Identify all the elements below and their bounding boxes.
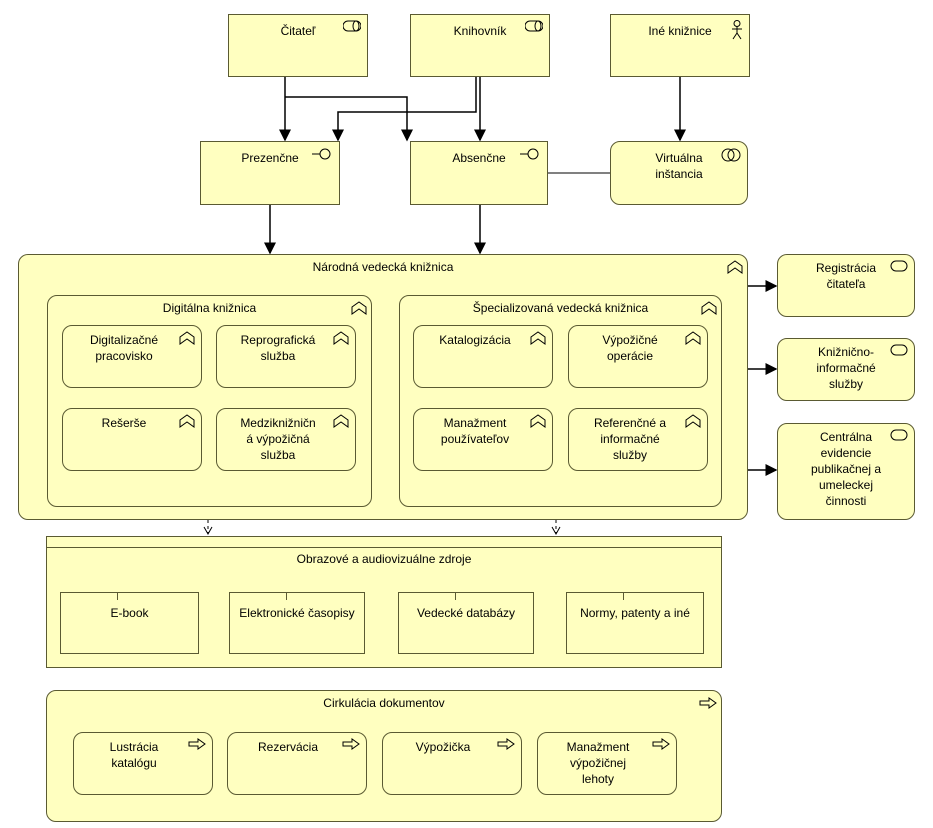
node-katalogizacia[interactable]: Katalogizácia (413, 325, 553, 388)
edge-knihovnik-prezencne (332, 77, 477, 142)
node-label: Knihovník (453, 24, 507, 38)
node-label: Normy, patenty a iné (580, 606, 690, 620)
interface-icon (520, 148, 539, 160)
node-label: Referenčné a informačné služby (593, 416, 667, 462)
node-registracia-citatela[interactable]: Registrácia čitateľa (777, 254, 915, 317)
function-icon (179, 331, 195, 345)
node-label: Rešerše (101, 416, 147, 430)
node-rezervacia[interactable]: Rezervácia (227, 732, 367, 795)
function-icon (333, 414, 349, 428)
function-icon (701, 301, 717, 315)
node-label: Rezervácia (257, 740, 319, 754)
node-label: Medziknižničn á výpožičná služba (240, 416, 316, 462)
node-label: Reprografická služba (240, 333, 316, 363)
process-icon (188, 738, 206, 750)
node-manazment-lehoty[interactable]: Manažment výpožičnej lehoty (537, 732, 677, 795)
collaboration-icon (721, 148, 741, 162)
node-label: Centrálna evidencie publikačnej a umelec… (810, 430, 882, 508)
function-icon (351, 301, 367, 315)
function-icon (727, 260, 743, 274)
node-knihovnik[interactable]: Knihovník (410, 14, 550, 77)
node-narodna-vedecka-kniznica[interactable]: Národná vedecká knižnica Digitálna knižn… (18, 254, 748, 520)
node-label: Výpožička (415, 740, 471, 754)
function-icon (685, 331, 701, 345)
node-label: Digitálna knižnica (162, 301, 257, 315)
node-label: Manažment používateľov (440, 416, 510, 446)
artifact-e-book[interactable]: E-book (60, 592, 199, 654)
node-label: Knižnično- informačné služby (816, 345, 876, 391)
node-absencne[interactable]: Absenčne (410, 141, 548, 205)
role-icon (525, 20, 543, 32)
node-label: Cirkulácia dokumentov (323, 696, 445, 710)
node-label: Elektronické časopisy (239, 606, 355, 620)
node-digitalizacne-pracovisko[interactable]: Digitalizačné pracovisko (62, 325, 202, 388)
node-medzikniznicna-sluzba[interactable]: Medziknižničn á výpožičná služba (216, 408, 356, 471)
node-label: Špecializovaná vedecká knižnica (472, 301, 649, 315)
node-label: Čitateľ (280, 24, 316, 38)
node-obrazove-zdroje[interactable]: Obrazové a audiovizuálne zdroje E-book E… (46, 536, 722, 668)
node-lustracia-katalogu[interactable]: Lustrácia katalógu (73, 732, 213, 795)
artifact-vedecke-databazy[interactable]: Vedecké databázy (398, 592, 534, 654)
node-virtualna-instancia[interactable]: Virtuálna inštancia (610, 141, 748, 205)
node-vypozicka[interactable]: Výpožička (382, 732, 522, 795)
node-prezencne[interactable]: Prezenčne (200, 141, 340, 205)
service-icon (890, 260, 908, 272)
edge-citatel-absencne (285, 96, 413, 142)
node-digitalna-kniznica[interactable]: Digitálna knižnica Digitalizačné pracovi… (47, 295, 372, 507)
function-icon (179, 414, 195, 428)
node-label: Virtuálna inštancia (655, 151, 703, 181)
function-icon (333, 331, 349, 345)
node-kniznicno-informacne-sluzby[interactable]: Knižnično- informačné služby (777, 338, 915, 401)
process-icon (497, 738, 515, 750)
node-label: Národná vedecká knižnica (312, 260, 454, 274)
node-referencne-sluzby[interactable]: Referenčné a informačné služby (568, 408, 708, 471)
node-centralna-evidencia[interactable]: Centrálna evidencie publikačnej a umelec… (777, 423, 915, 520)
node-label: Vedecké databázy (416, 606, 516, 620)
node-label: Obrazové a audiovizuálne zdroje (296, 552, 472, 566)
process-icon (699, 697, 717, 709)
artifact-elektronicke-casopisy[interactable]: Elektronické časopisy (229, 592, 365, 654)
node-label: Výpožičné operácie (602, 333, 658, 363)
node-label: Katalogizácia (439, 333, 511, 347)
node-reserse[interactable]: Rešerše (62, 408, 202, 471)
function-icon (530, 331, 546, 345)
node-label: Absenčne (452, 151, 506, 165)
node-label: E-book (110, 606, 149, 620)
node-cirkulacia-dokumentov[interactable]: Cirkulácia dokumentov Lustrácia katalógu… (46, 690, 722, 822)
service-icon (890, 429, 908, 441)
service-icon (890, 344, 908, 356)
node-label: Lustrácia katalógu (109, 740, 159, 770)
node-label: Prezenčne (241, 151, 299, 165)
node-label: Manažment výpožičnej lehoty (566, 740, 630, 786)
actor-icon (732, 20, 742, 40)
artifact-tab (398, 592, 456, 600)
artifact-tab (229, 592, 287, 600)
process-icon (342, 738, 360, 750)
process-icon (652, 738, 670, 750)
role-icon (343, 20, 361, 32)
node-citatel[interactable]: Čitateľ (228, 14, 368, 77)
artifact-tab (60, 592, 118, 600)
artifact-normy-patenty[interactable]: Normy, patenty a iné (566, 592, 704, 654)
function-icon (685, 414, 701, 428)
divider (47, 547, 721, 548)
node-ine-kniznice[interactable]: Iné knižnice (610, 14, 750, 77)
node-vypozicne-operacie[interactable]: Výpožičné operácie (568, 325, 708, 388)
node-label: Registrácia čitateľa (815, 261, 877, 291)
node-specializovana-kniznica[interactable]: Špecializovaná vedecká knižnica Katalogi… (399, 295, 722, 507)
node-label: Iné knižnice (648, 24, 712, 38)
node-reprograficka-sluzba[interactable]: Reprografická služba (216, 325, 356, 388)
artifact-tab (566, 592, 624, 600)
interface-icon (312, 148, 331, 160)
function-icon (530, 414, 546, 428)
node-manazment-pouzivatelov[interactable]: Manažment používateľov (413, 408, 553, 471)
node-label: Digitalizačné pracovisko (89, 333, 159, 363)
